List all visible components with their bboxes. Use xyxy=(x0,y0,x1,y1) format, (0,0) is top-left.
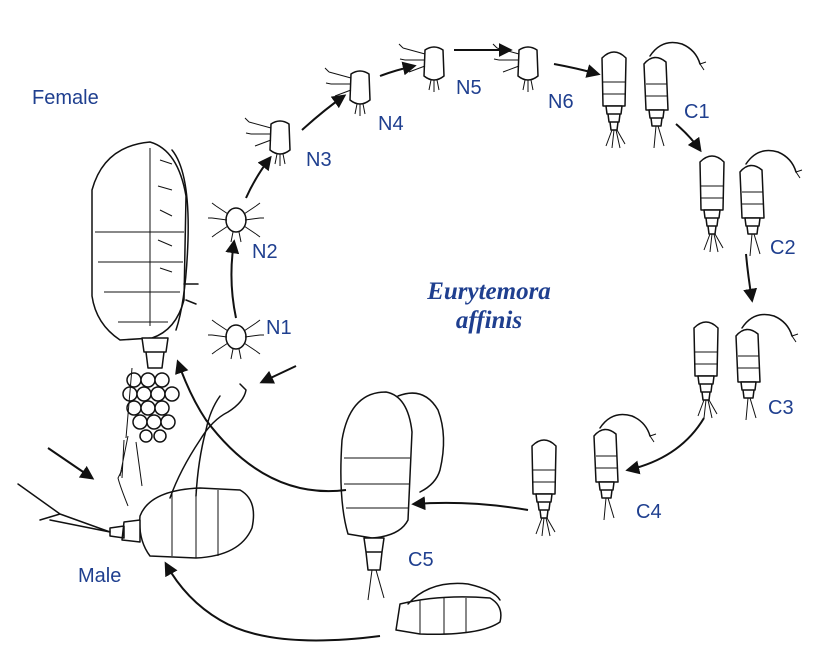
c1-label: C1 xyxy=(684,102,710,122)
male-label: Male xyxy=(78,566,121,586)
cycle-arrows xyxy=(166,50,752,640)
species-epithet: affinis xyxy=(404,307,574,336)
c5-copepods-icon xyxy=(341,392,501,634)
species-genus: Eurytemora xyxy=(404,278,574,307)
n3-label: N3 xyxy=(306,150,332,170)
c3-label: C3 xyxy=(768,398,794,418)
female-copepod-icon xyxy=(92,142,198,486)
n2-label: N2 xyxy=(252,242,278,262)
n1-label: N1 xyxy=(266,318,292,338)
n4-label: N4 xyxy=(378,114,404,134)
c5-label: C5 xyxy=(408,550,434,570)
species-title: Eurytemora affinis xyxy=(404,278,574,336)
c4-label: C4 xyxy=(636,502,662,522)
n5-label: N5 xyxy=(456,78,482,98)
n6-label: N6 xyxy=(548,92,574,112)
female-label: Female xyxy=(32,88,99,108)
c2-label: C2 xyxy=(770,238,796,258)
